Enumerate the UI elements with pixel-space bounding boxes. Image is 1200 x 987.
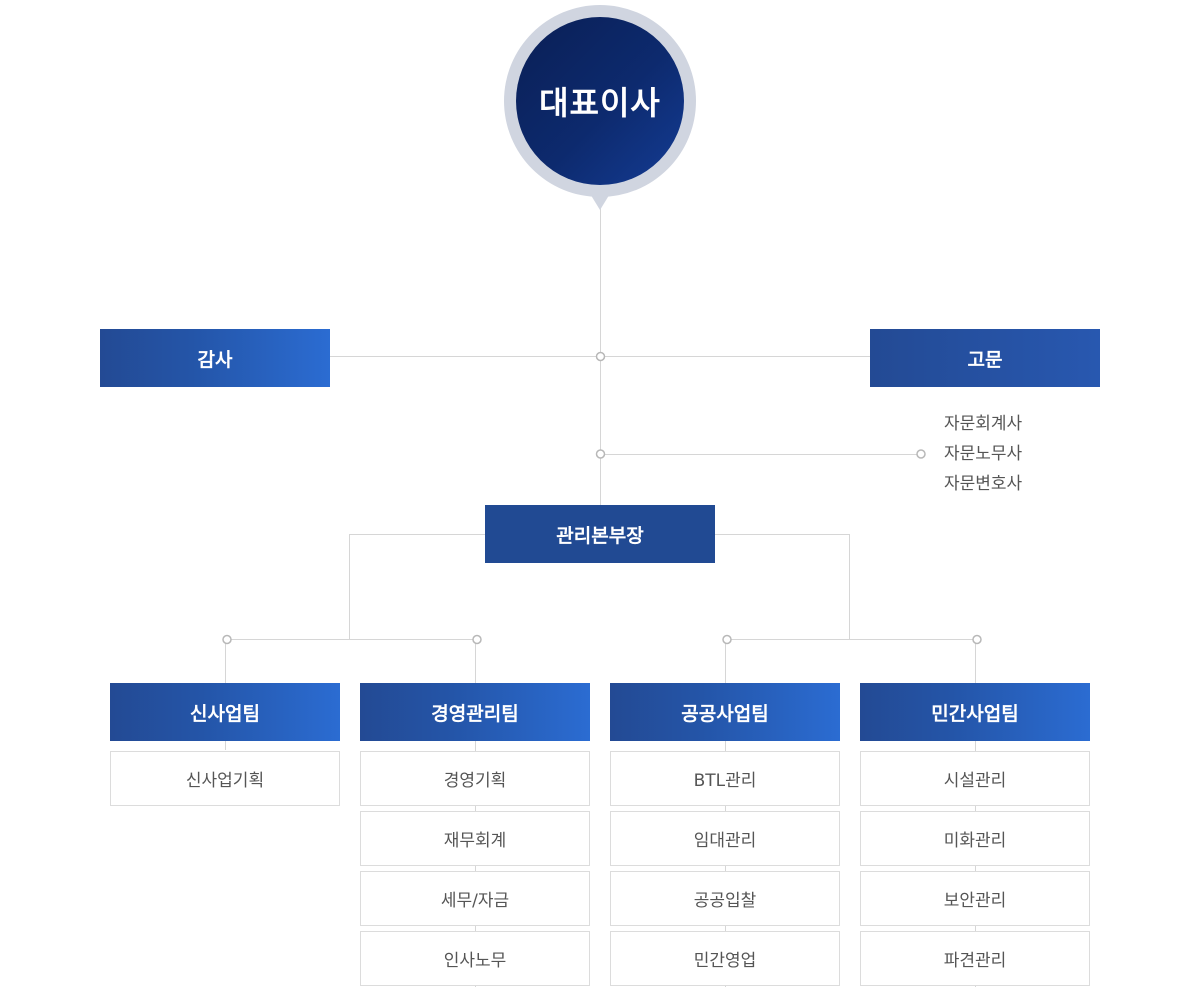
unit-label: 미화관리	[943, 831, 1007, 851]
unit-label: 임대관리	[693, 831, 757, 851]
unit-label: 경영기획	[443, 771, 507, 791]
unit-label: 공공입찰	[693, 891, 757, 911]
unit-label: 세무/자금	[440, 891, 510, 911]
node-circle-team-1	[222, 634, 232, 645]
director-left-branch	[349, 534, 485, 639]
advisor-box: 고문	[870, 329, 1100, 387]
unit-box: 시설관리	[860, 751, 1090, 806]
consultant-accountant: 자문회계사	[944, 414, 1023, 434]
unit-box: 세무/자금	[360, 871, 590, 926]
ceo-pointer	[589, 192, 611, 210]
auditor-label: 감사	[197, 348, 233, 371]
unit-box: 재무회계	[360, 811, 590, 866]
team-label: 신사업팀	[190, 702, 260, 725]
team-box-private-business: 민간사업팀	[860, 683, 1090, 741]
unit-box: 보안관리	[860, 871, 1090, 926]
unit-label: 보안관리	[943, 891, 1007, 911]
unit-box: 신사업기획	[110, 751, 340, 806]
director-label: 관리본부장	[556, 524, 644, 547]
unit-label: 신사업기획	[185, 771, 265, 791]
team-label: 공공사업팀	[681, 702, 769, 725]
ceo-node: 대표이사	[516, 17, 684, 185]
consultant-labor-attorney: 자문노무사	[944, 444, 1023, 464]
unit-label: BTL관리	[693, 771, 757, 791]
team-label: 민간사업팀	[931, 702, 1019, 725]
unit-box: 임대관리	[610, 811, 840, 866]
unit-box: 파견관리	[860, 931, 1090, 986]
ceo-label: 대표이사	[539, 84, 661, 122]
node-circle-team-4	[972, 634, 982, 645]
team-label: 경영관리팀	[431, 702, 519, 725]
team-box-new-business: 신사업팀	[110, 683, 340, 741]
auditor-box: 감사	[100, 329, 330, 387]
unit-label: 파견관리	[943, 951, 1007, 971]
node-circle-center	[595, 351, 606, 362]
node-circle-team-2	[472, 634, 482, 645]
advisor-label: 고문	[967, 348, 1003, 371]
node-circle-consultant-left	[595, 449, 606, 459]
team-box-management: 경영관리팀	[360, 683, 590, 741]
unit-label: 재무회계	[443, 831, 507, 851]
unit-label: 시설관리	[943, 771, 1007, 791]
unit-box: 경영기획	[360, 751, 590, 806]
consultant-lawyer: 자문변호사	[944, 474, 1023, 494]
director-box: 관리본부장	[485, 505, 715, 563]
unit-box: 미화관리	[860, 811, 1090, 866]
unit-box: 인사노무	[360, 931, 590, 986]
node-circle-consultant-right	[916, 449, 926, 459]
unit-label: 인사노무	[443, 951, 507, 971]
director-right-branch	[715, 534, 850, 639]
unit-box: 공공입찰	[610, 871, 840, 926]
unit-box: BTL관리	[610, 751, 840, 806]
unit-box: 민간영업	[610, 931, 840, 986]
unit-label: 민간영업	[693, 951, 757, 971]
team-box-public-business: 공공사업팀	[610, 683, 840, 741]
node-circle-team-3	[722, 634, 732, 645]
